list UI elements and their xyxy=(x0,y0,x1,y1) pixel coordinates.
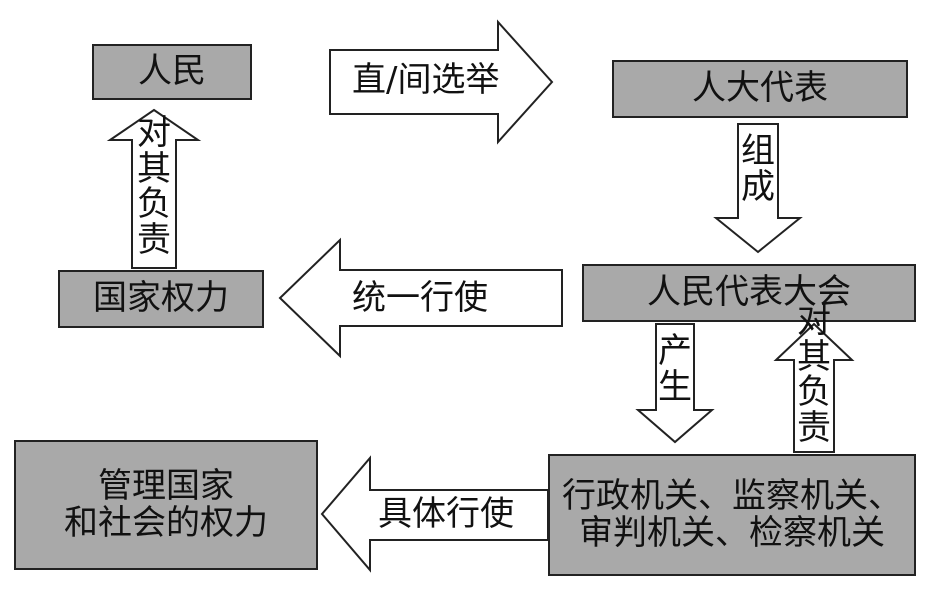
label-produce: 产 生 xyxy=(657,331,693,407)
arrow-exercise xyxy=(278,237,563,359)
label-exercise: 统一行使 xyxy=(352,278,488,318)
label-accountable-right-char-4: 责 xyxy=(797,408,831,449)
label-accountable-left-char-2: 其 xyxy=(137,148,171,189)
node-people-label: 人民 xyxy=(138,51,206,92)
arrow-accountable-right xyxy=(773,322,855,453)
node-state-power-label: 国家权力 xyxy=(93,278,229,319)
node-organs-line-1: 行政机关、监察机关、 xyxy=(562,475,902,516)
node-organs-line-2: 审判机关、检察机关 xyxy=(579,513,885,553)
node-state-power: 国家权力 xyxy=(58,270,264,328)
label-produce-char-2: 生 xyxy=(658,366,692,407)
label-produce-char-1: 产 xyxy=(658,331,692,371)
node-manage: 管理国家 和社会的权力 xyxy=(14,440,318,570)
label-concrete: 具体行使 xyxy=(378,494,514,534)
arrow-accountable-left xyxy=(106,108,202,269)
label-compose: 组 成 xyxy=(740,131,776,207)
node-people: 人民 xyxy=(92,44,252,100)
node-congress-label: 人民代表大会 xyxy=(647,272,851,313)
label-accountable-right-char-1: 对 xyxy=(797,301,831,341)
node-manage-line-1: 管理国家 xyxy=(98,465,234,506)
arrow-produce xyxy=(635,323,715,444)
node-organs: 行政机关、监察机关、 审判机关、检察机关 xyxy=(548,454,916,576)
label-accountable-left-char-3: 负 xyxy=(137,184,171,225)
label-compose-char-1: 组 xyxy=(741,131,775,171)
arrow-concrete xyxy=(320,455,549,573)
arrow-compose xyxy=(713,123,803,254)
label-accountable-right-char-3: 负 xyxy=(797,372,831,413)
label-accountable-left-char-1: 对 xyxy=(137,113,171,153)
label-accountable-right-char-2: 其 xyxy=(797,336,831,377)
label-accountable-left: 对 其 负 责 xyxy=(136,113,172,261)
node-manage-line-2: 和社会的权力 xyxy=(64,503,268,543)
label-accountable-right: 对 其 负 责 xyxy=(796,301,832,449)
label-election: 直/间选举 xyxy=(352,60,500,100)
node-deputies: 人大代表 xyxy=(612,60,908,118)
node-congress: 人民代表大会 xyxy=(582,264,916,322)
label-compose-char-2: 成 xyxy=(741,166,775,207)
label-accountable-left-char-4: 责 xyxy=(137,220,171,261)
node-deputies-label: 人大代表 xyxy=(692,68,828,109)
arrow-election xyxy=(329,19,554,145)
